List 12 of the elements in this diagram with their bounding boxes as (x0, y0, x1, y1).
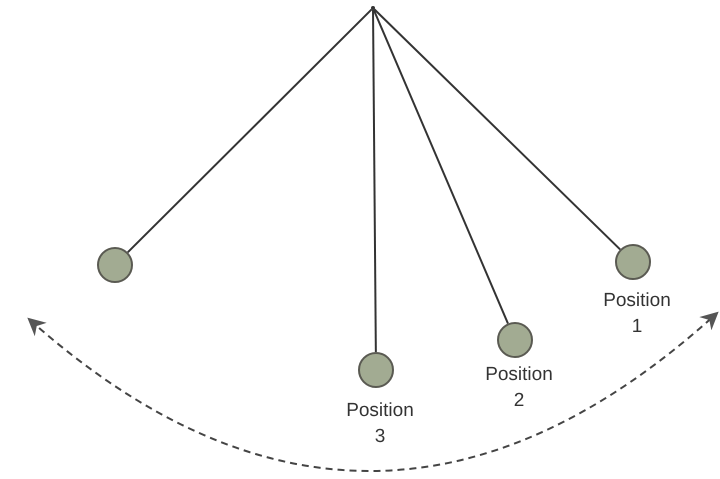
pendulum-bob (615, 244, 651, 280)
pendulum-bob (497, 322, 533, 358)
pendulum-string (374, 8, 621, 250)
position-label: Position 3 (346, 399, 414, 449)
pendulum-string (372, 10, 377, 352)
pendulum-string (372, 9, 509, 324)
pendulum-bob (97, 247, 133, 283)
pendulum-bob (358, 352, 394, 388)
pivot-point (371, 6, 375, 10)
position-label: Position 2 (485, 363, 553, 413)
pendulum-string (127, 8, 372, 253)
position-label: Position 1 (603, 289, 671, 339)
